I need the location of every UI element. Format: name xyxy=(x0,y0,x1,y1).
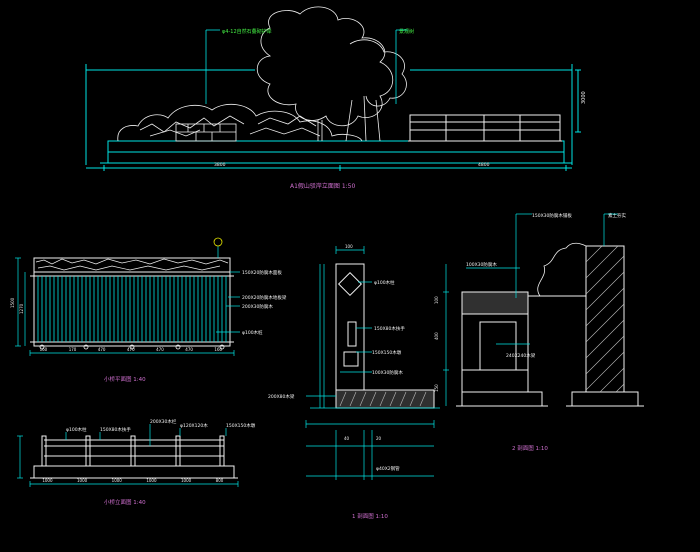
side-label-3: 200X30木栏 xyxy=(150,418,177,425)
elevation-dim-height: 3000 xyxy=(581,91,587,104)
plan-dim-bottom-7: 160 xyxy=(214,347,222,352)
elevation-note-tree: 景观树 xyxy=(399,28,414,35)
plan-dim-bottom-4: 470 xyxy=(127,347,135,352)
plan-dim-side-inner: 1270 xyxy=(19,303,24,314)
elevation-leaders xyxy=(205,29,408,104)
bank-title: 2 剖面图 1:10 xyxy=(512,444,548,452)
side-dim-bottom-6: 800 xyxy=(216,478,224,483)
section-beam xyxy=(335,389,435,409)
plan-section-marker xyxy=(213,237,223,247)
side-dim-bottom-4: 1000 xyxy=(146,478,157,483)
side-title: 小桥立面图 1:40 xyxy=(104,498,146,506)
plan-deck-boards xyxy=(37,276,227,342)
side-dim-bottom-5: 1000 xyxy=(181,478,192,483)
section-label-4: 100X30防腐木 xyxy=(372,369,403,376)
elevation-note-top: φ4-12自然石叠砌护岸 xyxy=(222,28,272,35)
side-railing xyxy=(30,435,238,479)
side-label-2: 150X80木扶手 xyxy=(100,426,131,433)
bank-label-1: 150X30防腐木铺板 xyxy=(532,212,572,219)
elevation-drawing: φ4-12自然石叠砌护岸 景观树 3000 3800 4800 A1假山驳岸立面… xyxy=(85,6,587,190)
plan-dim-bottom-1: 160 xyxy=(40,347,48,352)
elevation-title: A1假山驳岸立面图 1:50 xyxy=(290,182,355,190)
section-label-3: 150X150木墩 xyxy=(372,349,402,356)
section-title: 1 剖面图 1:10 xyxy=(352,512,388,520)
section-label-2: 150X80木扶手 xyxy=(374,325,405,332)
elevation-outline xyxy=(85,64,581,171)
plan-dim-bottom-6: 470 xyxy=(185,347,193,352)
section-beam-hatch xyxy=(339,391,427,407)
elevation-dim-base-left: 3800 xyxy=(214,162,226,168)
section-label-6: φ40X2钢管 xyxy=(376,465,400,472)
bank-dim-left-3: 150 xyxy=(434,384,439,392)
plan-dim-bottom-2: 170 xyxy=(69,347,77,352)
plan-label-3: 200X30防腐木 xyxy=(242,303,273,310)
side-dim-bottom-3: 1000 xyxy=(112,478,123,483)
side-dim-lines xyxy=(17,424,239,487)
elevation-rockery xyxy=(117,103,363,142)
bank-stone-profile xyxy=(537,242,587,297)
plan-posts xyxy=(39,344,225,350)
section-dim-top: 100 xyxy=(345,244,353,249)
plan-stone-edge xyxy=(35,258,229,271)
plan-label-2: 200X20防腐木地板梁 xyxy=(242,294,287,301)
side-label-1: φ100木柱 xyxy=(66,426,87,433)
elevation-stone-wall xyxy=(175,123,237,142)
plan-title: 小桥平面图 1:40 xyxy=(104,375,146,383)
section-label-1: φ100木柱 xyxy=(374,279,395,286)
bank-foundation xyxy=(456,291,586,407)
side-dim-bottom-2: 1000 xyxy=(77,478,88,483)
bank-wall-hatch xyxy=(585,245,625,393)
plan-frame xyxy=(30,257,234,347)
elevation-dim-base-right: 4800 xyxy=(478,162,490,168)
plan-label-4: φ100木桩 xyxy=(242,329,263,336)
plan-drawing: 150X20防腐木面板 200X20防腐木地板梁 200X30防腐木 φ100木… xyxy=(10,237,287,383)
bank-label-3: 100X30防腐木 xyxy=(466,261,497,268)
plan-label-1: 150X20防腐木面板 xyxy=(242,269,282,276)
plan-dim-side: 1500 xyxy=(10,297,15,308)
plan-dim-bottom-3: 470 xyxy=(98,347,106,352)
plan-dims-bottom: 160 170 470 470 470 470 160 xyxy=(40,347,223,352)
side-dim-bottom-1: 1000 xyxy=(42,478,53,483)
side-elevation-drawing: φ100木柱 150X80木扶手 200X30木栏 φ120X120木 150X… xyxy=(17,418,256,506)
side-label-4: φ120X120木 xyxy=(180,422,208,429)
bank-dim-left-2: 400 xyxy=(434,332,439,340)
section-1-drawing: 100 φ100木柱 150X80木扶手 150X150木墩 100X30防腐木… xyxy=(268,244,440,520)
plan-dim-lines xyxy=(15,246,240,356)
section-dim-bottom-2: 20 xyxy=(376,436,382,441)
plan-dim-bottom-5: 470 xyxy=(156,347,164,352)
bank-retaining-wall xyxy=(566,245,644,407)
bank-label-4: 240X240木梁 xyxy=(506,352,536,359)
side-dims-bottom: 1000 1000 1000 1000 1000 800 xyxy=(42,478,223,483)
section-label-5: 200X80木梁 xyxy=(268,393,295,400)
bank-dim-lines xyxy=(443,213,618,406)
bank-label-2: 素土夯实 xyxy=(608,212,626,219)
section-2-drawing: 150X30防腐木铺板 素土夯实 100X30防腐木 240X240木梁 100… xyxy=(434,212,644,452)
elevation-railing xyxy=(408,114,562,142)
section-dim-bottom-1: 40 xyxy=(344,436,350,441)
section-dim-lines xyxy=(305,246,440,480)
side-label-5: 150X150木墩 xyxy=(226,422,256,429)
bank-dim-left-1: 100 xyxy=(434,296,439,304)
